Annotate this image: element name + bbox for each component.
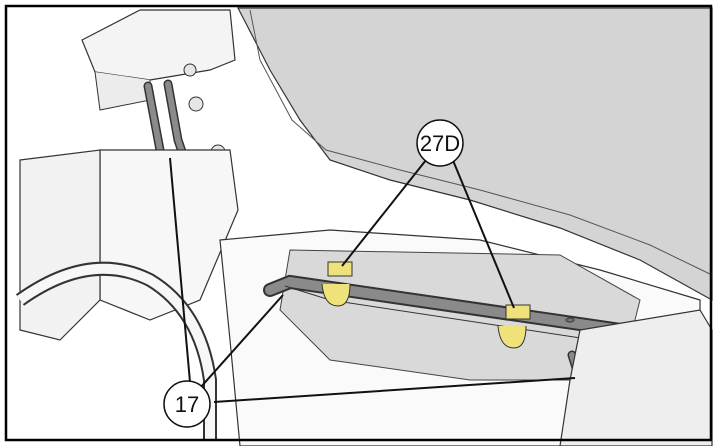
leader-27d-2 xyxy=(451,157,515,309)
steering-wheel xyxy=(17,263,215,440)
leader-17-1 xyxy=(169,157,191,383)
leader-17-2 xyxy=(199,294,284,389)
image-border xyxy=(4,4,713,442)
callout-27d: 27D xyxy=(416,119,464,167)
clip-1 xyxy=(321,261,353,307)
right-console xyxy=(559,309,713,446)
left-body-panel xyxy=(19,149,101,341)
cross-hose xyxy=(265,276,695,345)
leader-17-3 xyxy=(213,377,576,403)
callout-17-label: 17 xyxy=(175,392,199,417)
bolt-1 xyxy=(188,96,204,112)
callout-17: 17 xyxy=(163,380,211,428)
mount-hole xyxy=(565,317,575,323)
bolt-3 xyxy=(183,63,197,77)
leader-27d-1 xyxy=(341,154,431,267)
callout-27d-label: 27D xyxy=(420,131,460,156)
panel-edge-line xyxy=(249,9,713,276)
clip-2 xyxy=(497,304,531,349)
